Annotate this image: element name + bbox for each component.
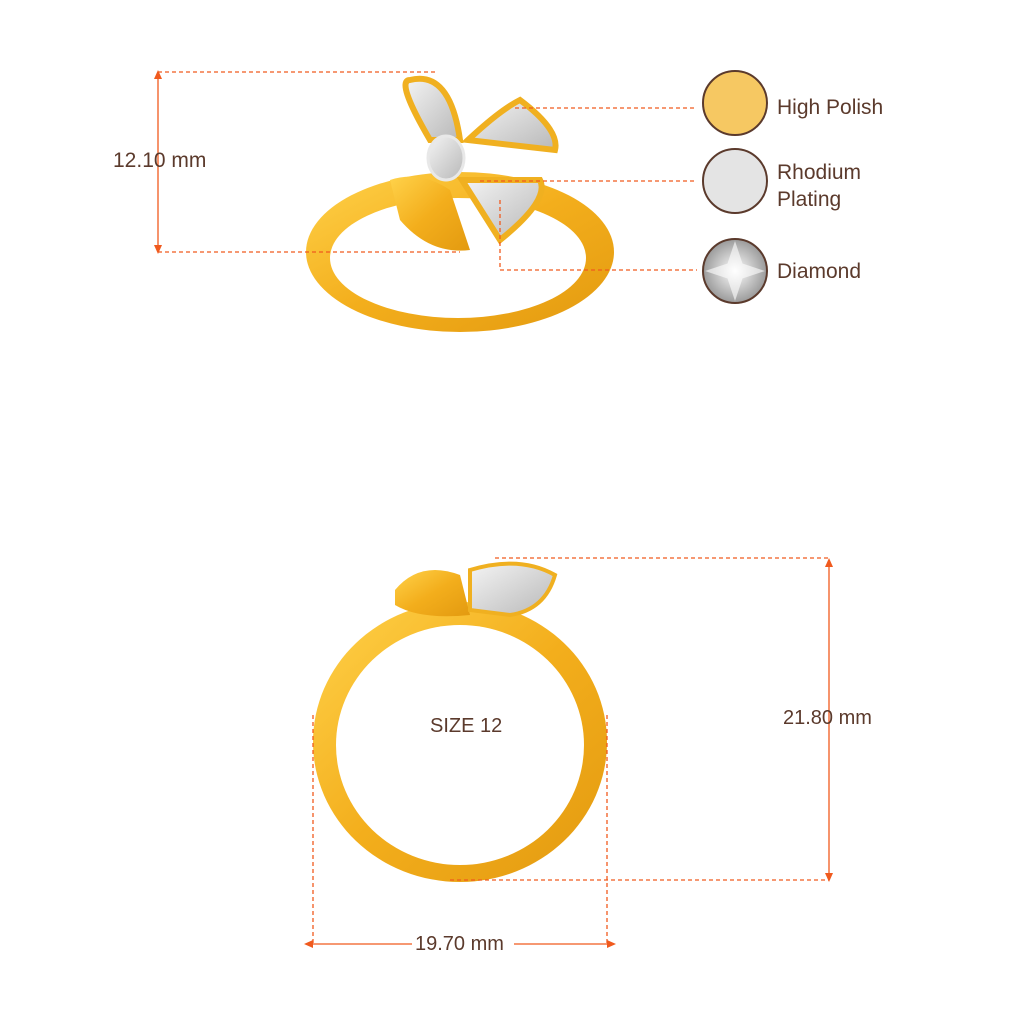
ring-top-view: [306, 75, 614, 332]
ring-front-view: [313, 561, 607, 882]
ring-size-label: SIZE 12: [430, 715, 503, 737]
legend-rhodium-line1: Rhodium: [777, 161, 862, 184]
diamond-swatch-icon: [702, 238, 768, 304]
gold-swatch-icon: [702, 70, 768, 136]
top-height-label: 12.10 mm: [113, 149, 207, 172]
ring-height-label: 21.80 mm: [783, 707, 872, 729]
dimension-lines: [157, 71, 830, 945]
rhodium-swatch-icon: [702, 148, 768, 214]
dimension-arrows: [154, 70, 833, 948]
legend-rhodium-line2: Plating: [777, 188, 842, 211]
ring-width-label: 19.70 mm: [415, 933, 504, 955]
legend-high-polish: High Polish: [777, 96, 884, 119]
legend-diamond: Diamond: [777, 260, 862, 283]
